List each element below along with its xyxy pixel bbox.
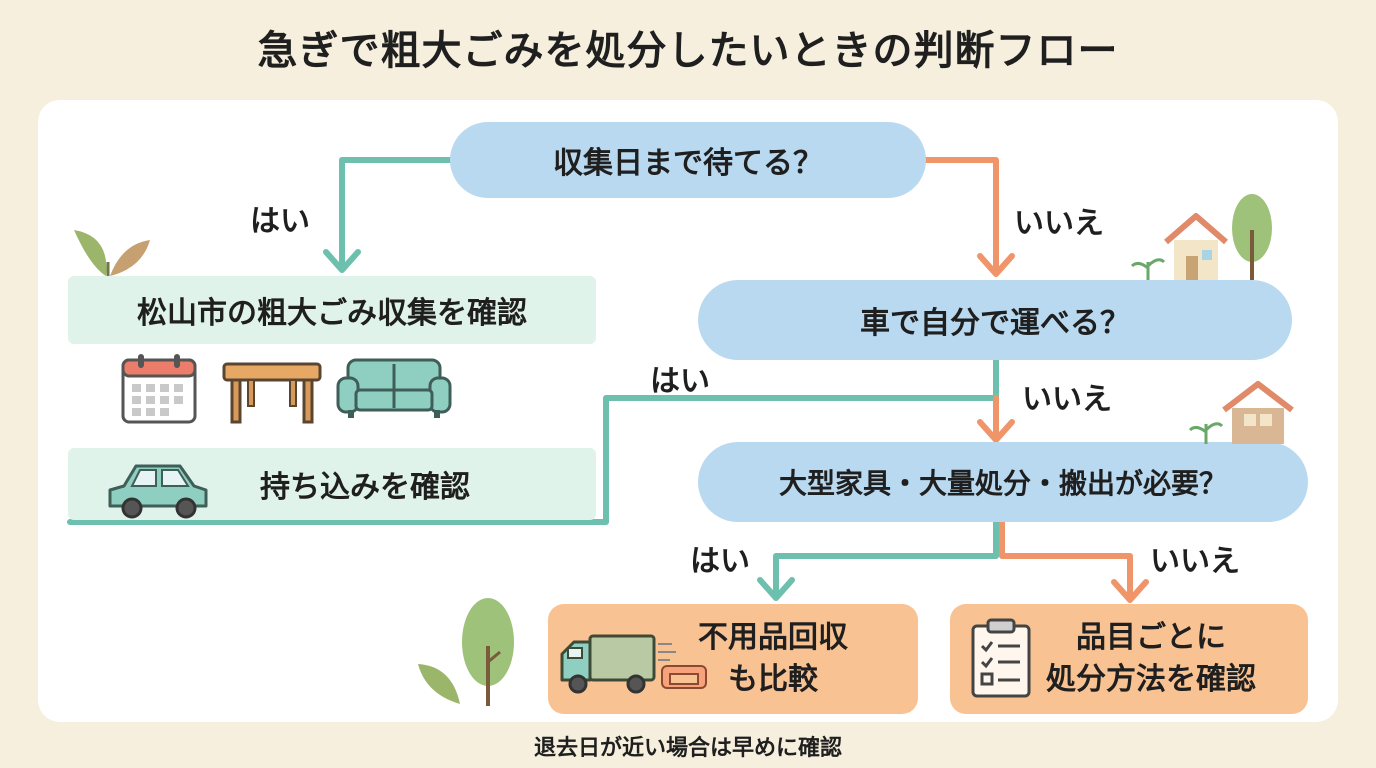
question-label: 車で自分で運べる？ — [860, 306, 1130, 341]
house-icon — [1130, 194, 1272, 280]
question-label: 大型家具・大量処分・搬出が必要？ — [778, 467, 1227, 500]
edge-label-q2-yes: はい — [650, 364, 710, 399]
calendar-icon — [121, 354, 197, 424]
tree-icon — [418, 598, 514, 706]
clipboard-icon — [971, 618, 1031, 698]
edge-label-q1-no: いいえ — [1014, 206, 1104, 241]
page-title: 急ぎで粗大ごみを処分したいときの判断フロー — [257, 28, 1119, 74]
result-label: 不用品回収 も比較 — [698, 620, 848, 697]
arrowhead-q2-no — [977, 419, 1015, 443]
arrowhead-q1-no — [977, 253, 1015, 277]
result-city-collection: 松山市の粗大ごみ収集を確認 — [68, 276, 596, 344]
edge-label-q3-yes: はい — [690, 544, 750, 579]
table-icon — [222, 362, 322, 424]
sofa-icon — [336, 358, 452, 418]
edge-label-q2-no: いいえ — [1022, 382, 1112, 417]
edge-q3-yes — [773, 519, 999, 599]
truck-icon — [560, 634, 707, 694]
arrowhead-q3-no — [1111, 579, 1149, 603]
edge-label-q1-yes: はい — [250, 204, 310, 239]
house-icon — [1188, 381, 1294, 444]
edge-label-q3-no: いいえ — [1150, 544, 1240, 579]
question-label: 収集日まで待てる？ — [553, 146, 823, 181]
result-label: 持ち込みを確認 — [260, 470, 470, 505]
result-label: 松山市の粗大ごみ収集を確認 — [137, 296, 527, 331]
arrowhead-q1-yes — [323, 249, 361, 273]
edge-q3-no — [999, 519, 1133, 601]
car-icon — [108, 464, 208, 519]
question-wait-for-collection: 収集日まで待てる？ — [450, 122, 926, 198]
question-carry-by-car: 車で自分で運べる？ — [698, 280, 1292, 360]
result-label: 品目ごとに 処分方法を確認 — [1046, 620, 1256, 697]
question-large-furniture: 大型家具・大量処分・搬出が必要？ — [698, 442, 1308, 522]
arrowhead-q3-yes — [757, 577, 795, 601]
leaf-icon — [74, 230, 150, 276]
edge-q2-yes — [67, 357, 999, 525]
edge-q1-yes — [339, 157, 455, 271]
edge-q1-no — [923, 157, 999, 275]
footer-note: 退去日が近い場合は早めに確認 — [533, 736, 842, 761]
